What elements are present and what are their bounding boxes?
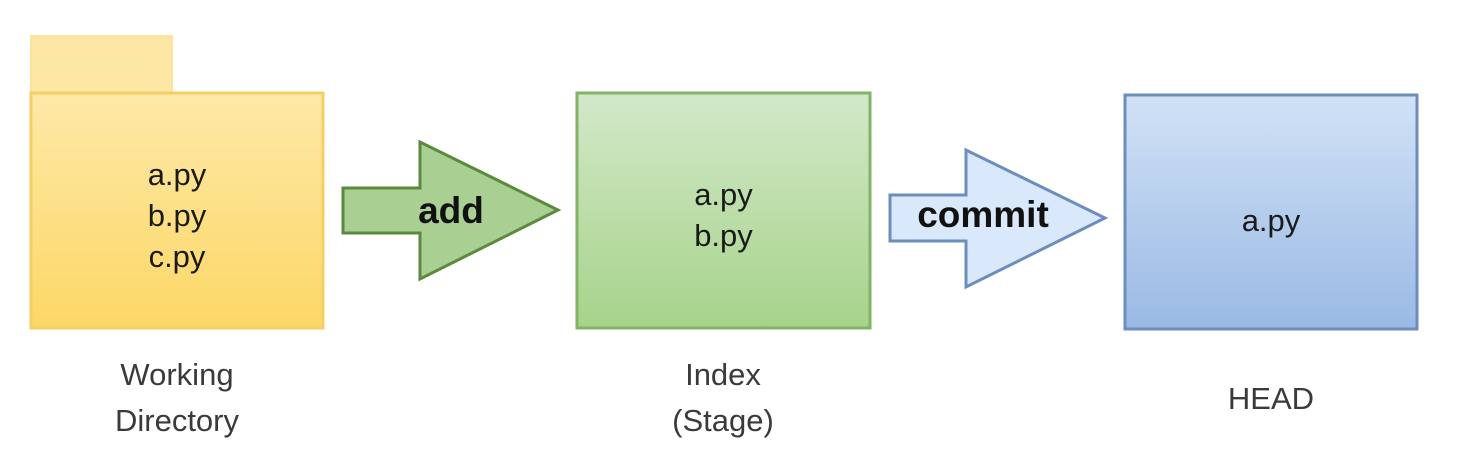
- file-name: a.py: [147, 157, 207, 192]
- caption-line: Directory: [114, 403, 239, 438]
- add-arrow: [341, 139, 562, 282]
- index-file-list: a.py b.py: [577, 174, 870, 256]
- file-name: a.py: [1241, 203, 1301, 238]
- head-caption: HEAD: [1171, 376, 1371, 422]
- index-box: [575, 91, 872, 330]
- working-directory-caption: Working Directory: [77, 352, 277, 444]
- file-name: b.py: [147, 198, 207, 233]
- add-label: add: [418, 190, 484, 231]
- working-directory-file-list: a.py b.py c.py: [31, 154, 323, 277]
- caption-line: (Stage): [672, 403, 774, 438]
- caption-line: Working: [120, 357, 234, 392]
- folder-tab: [30, 35, 173, 95]
- head-box: [1123, 93, 1419, 331]
- commit-label: commit: [917, 194, 1049, 235]
- commit-arrow: [888, 147, 1109, 290]
- caption-line: HEAD: [1227, 381, 1315, 416]
- folder-icon: [29, 35, 325, 330]
- file-name: b.py: [694, 218, 753, 253]
- folder-body: [29, 91, 325, 330]
- head-file-list: a.py: [1125, 200, 1417, 241]
- file-name: a.py: [694, 177, 753, 212]
- file-name: c.py: [148, 239, 206, 274]
- index-caption: Index (Stage): [623, 352, 823, 444]
- caption-line: Index: [685, 357, 761, 392]
